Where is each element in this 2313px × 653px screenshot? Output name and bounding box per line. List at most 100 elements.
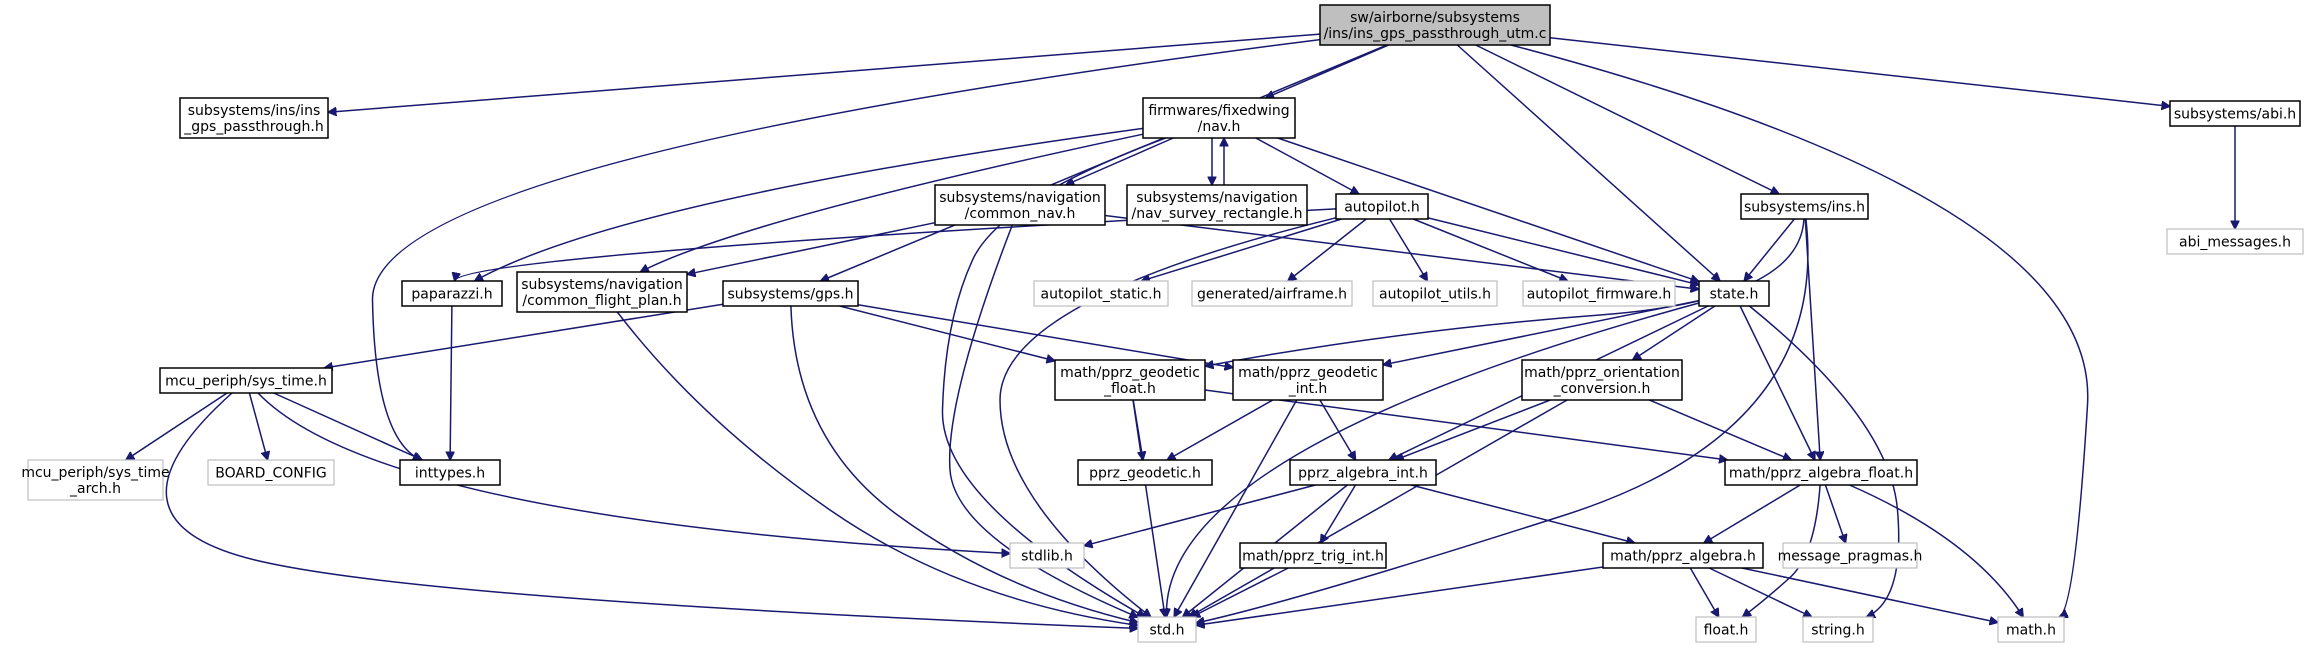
node-nav[interactable]: firmwares/fixedwing/nav.h: [1142, 97, 1296, 139]
edge-orientation_conversion-to-algebra_float: [1649, 399, 1791, 460]
node-autopilot-static: autopilot_static.h: [1033, 280, 1169, 307]
node-geodetic-float[interactable]: math/pprz_geodetic_float.h: [1054, 359, 1206, 401]
edge-nav-to-paparazzi: [475, 127, 1144, 281]
node-label-line: subsystems/navigation: [1136, 190, 1298, 206]
node-abi[interactable]: subsystems/abi.h: [2169, 100, 2301, 127]
node-label-line: state.h: [1710, 287, 1759, 303]
edge-common_flight_plan-to-std: [616, 311, 1138, 625]
node-label-line: _float.h: [1103, 381, 1156, 397]
edge-autopilot-to-autopilot_firmware: [1412, 218, 1568, 281]
node-label-line: autopilot_firmware.h: [1527, 287, 1672, 303]
edge-root-to-ins_gps_passthrough: [328, 33, 1321, 112]
node-box: [1077, 459, 1213, 486]
edge-root-to-nav: [1266, 44, 1389, 98]
node-label-line: /common_flight_plan.h: [522, 293, 681, 309]
node-paparazzi[interactable]: paparazzi.h: [401, 280, 503, 307]
edge-algebra_float-to-pprz_algebra: [1704, 484, 1801, 543]
node-sys-time[interactable]: mcu_periph/sys_time.h: [159, 367, 333, 394]
edge-state-to-geodetic_int: [1383, 299, 1700, 365]
node-inttypes[interactable]: inttypes.h: [399, 459, 501, 486]
edge-gps-to-geodetic_int: [857, 304, 1233, 368]
edge-pprz_algebra-to-std: [1196, 566, 1604, 625]
node-nav-survey[interactable]: subsystems/navigation/nav_survey_rectang…: [1126, 184, 1308, 226]
node-box: [1054, 359, 1206, 401]
node-pprz-algebra[interactable]: math/pprz_algebra.h: [1602, 542, 1764, 569]
node-box: [1142, 97, 1296, 139]
edge-algebra_float-to-message_pragmas: [1824, 484, 1845, 543]
node-string: string.h: [1802, 616, 1874, 643]
node-label-line: abi_messages.h: [2179, 235, 2291, 251]
node-gps[interactable]: subsystems/gps.h: [722, 280, 859, 307]
node-label-line: /ins/ins_gps_passthrough_utm.c: [1324, 26, 1547, 42]
edge-root-to-abi: [1549, 36, 2170, 107]
edge-geodetic_float-to-std: [1132, 399, 1165, 617]
node-box: [1033, 280, 1169, 307]
edge-gps-to-sys_time: [324, 303, 724, 368]
node-ins[interactable]: subsystems/ins.h: [1740, 193, 1869, 220]
node-label-line: math/pprz_geodetic: [1060, 365, 1200, 381]
node-orientation-conversion[interactable]: math/pprz_orientation_conversion.h: [1521, 359, 1683, 401]
edge-trig_int-to-std: [1192, 567, 1289, 618]
node-common-flight-plan[interactable]: subsystems/navigation/common_flight_plan…: [516, 271, 688, 313]
node-common-nav[interactable]: subsystems/navigation/common_nav.h: [934, 184, 1106, 226]
node-board-config: BOARD_CONFIG: [207, 459, 335, 486]
node-autopilot[interactable]: autopilot.h: [1335, 193, 1429, 220]
node-root[interactable]: sw/airborne/subsystems/ins/ins_gps_passt…: [1319, 4, 1551, 46]
node-algebra-int[interactable]: pprz_algebra_int.h: [1289, 459, 1437, 486]
node-box: [934, 184, 1106, 226]
edge-state-to-string: [1748, 305, 1900, 617]
edge-ins-to-state: [1744, 218, 1795, 281]
node-state[interactable]: state.h: [1698, 280, 1770, 307]
edge-orientation_conversion-to-std: [1189, 399, 1568, 617]
node-label-line: math/pprz_algebra.h: [1610, 549, 1756, 565]
node-box: [1319, 4, 1551, 46]
node-label-line: sw/airborne/subsystems: [1350, 10, 1520, 26]
node-box: [1602, 542, 1764, 569]
node-trig-int[interactable]: math/pprz_trig_int.h: [1239, 542, 1387, 569]
node-label-line: subsystems/navigation: [521, 277, 683, 293]
node-box: [1137, 616, 1197, 643]
node-label-line: /nav.h: [1198, 119, 1241, 135]
edge-common_nav-to-common_flight_plan: [687, 221, 936, 275]
node-box: [1724, 459, 1918, 486]
edge-ins-to-std: [1196, 218, 1809, 623]
node-label-line: /common_nav.h: [965, 206, 1076, 222]
node-label-line: float.h: [1704, 623, 1749, 639]
edge-paparazzi-to-inttypes: [450, 305, 452, 460]
node-box: [1239, 542, 1387, 569]
node-math: math.h: [1997, 616, 2065, 643]
edge-sys_time-to-inttypes: [273, 392, 423, 460]
node-box: [401, 280, 503, 307]
edge-pprz_algebra-to-math: [1741, 567, 1998, 623]
node-box: [1009, 542, 1085, 569]
edges-layer: [126, 33, 2235, 628]
node-box: [1372, 280, 1498, 307]
node-box: [2166, 228, 2304, 255]
node-pprz-geodetic[interactable]: pprz_geodetic.h: [1077, 459, 1213, 486]
node-label-line: mcu_periph/sys_time.h: [165, 374, 327, 390]
edge-sys_time-to-std: [165, 392, 1138, 628]
node-label-line: firmwares/fixedwing: [1148, 103, 1289, 119]
node-box: [179, 97, 329, 139]
node-label-line: _arch.h: [69, 481, 121, 497]
node-label-line: subsystems/gps.h: [727, 287, 853, 303]
node-label-line: paparazzi.h: [411, 287, 492, 303]
node-algebra-float[interactable]: math/pprz_algebra_float.h: [1724, 459, 1918, 486]
edge-algebra_int-to-trig_int: [1321, 484, 1357, 543]
node-label-line: BOARD_CONFIG: [215, 466, 327, 482]
edge-gps-to-std: [790, 305, 1138, 623]
node-box: [1698, 280, 1770, 307]
node-std: std.h: [1137, 616, 1197, 643]
edge-geodetic_int-to-pprz_geodetic: [1167, 399, 1274, 460]
node-box: [2169, 100, 2301, 127]
node-ins-gps-passthrough[interactable]: subsystems/ins/ins_gps_passthrough.h: [179, 97, 329, 139]
node-box: [1695, 616, 1757, 643]
node-label-line: math/pprz_algebra_float.h: [1729, 466, 1913, 482]
edge-root-to-inttypes: [371, 38, 1321, 460]
node-box: [159, 367, 333, 394]
node-geodetic-int[interactable]: math/pprz_geodetic_int.h: [1232, 359, 1384, 401]
edge-algebra_int-to-pprz_algebra: [1411, 484, 1635, 543]
edge-orientation_conversion-to-algebra_int: [1395, 399, 1551, 460]
node-message-pragmas: message_pragmas.h: [1778, 542, 1922, 569]
